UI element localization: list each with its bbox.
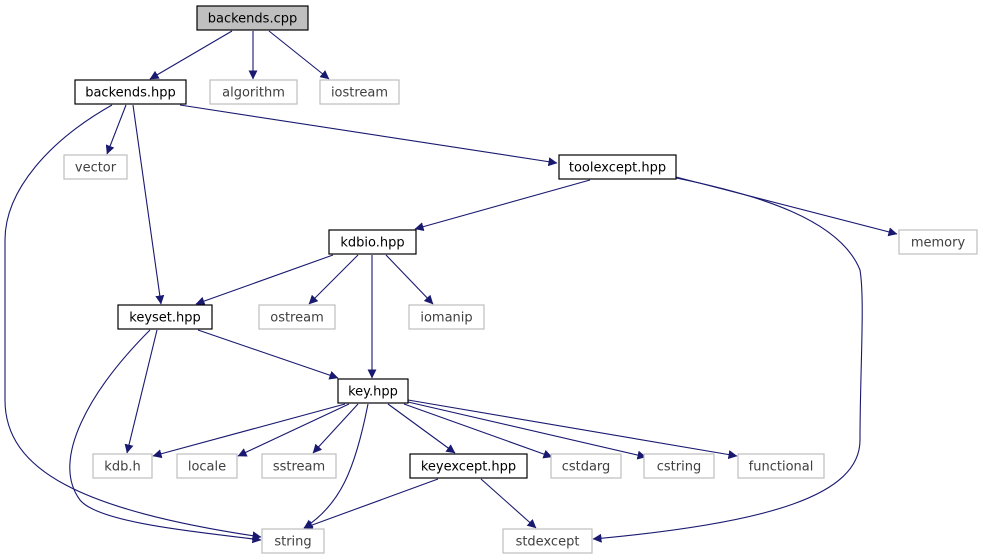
node-label: memory: [911, 236, 966, 251]
node-box: [337, 378, 409, 404]
node-stdexcept: stdexcept: [502, 528, 593, 554]
edge-keyset-hpp-to-kdb-h: [124, 329, 158, 454]
edge-key-hpp-to-string: [303, 403, 369, 529]
node-label: toolexcept.hpp: [569, 161, 666, 176]
edge-keyset-hpp-to-string: [69, 329, 262, 544]
node-iostream: iostream: [319, 79, 400, 105]
node-box: [176, 453, 238, 479]
node-label: string: [274, 535, 311, 550]
node-label: algorithm: [222, 86, 285, 101]
node-label: backends.hpp: [85, 86, 176, 101]
edge-key-hpp-to-sstream: [312, 403, 359, 454]
node-ostream: ostream: [258, 304, 336, 330]
node-label: keyexcept.hpp: [421, 460, 516, 475]
node-box: [409, 453, 528, 479]
node-toolexcept-hpp[interactable]: toolexcept.hpp: [558, 154, 677, 180]
node-kdb-h: kdb.h: [92, 453, 153, 479]
node-label: functional: [749, 460, 814, 475]
node-keyset-hpp[interactable]: keyset.hpp: [117, 304, 213, 330]
nodes-layer: backends.cpp backends.hpp algorithm iostrea…: [63, 5, 978, 554]
edge-backends-hpp-to-vector: [105, 104, 127, 155]
node-iomanip: iomanip: [408, 304, 485, 330]
edge-kdbio-hpp-to-keyset-hpp: [195, 254, 334, 306]
edge-backends-cpp-to-iostream: [268, 30, 330, 80]
node-memory: memory: [898, 229, 978, 255]
edge-toolexcept-hpp-to-stdexcept: [592, 177, 863, 543]
edge-backends-hpp-to-keyset-hpp: [132, 104, 165, 305]
edge-key-hpp-to-functional: [407, 399, 738, 460]
edge-key-hpp-to-cstdarg: [403, 403, 553, 459]
edge-backends-cpp-to-backends-hpp: [149, 30, 233, 80]
node-box: [117, 304, 213, 330]
node-box: [408, 304, 485, 330]
edge-key-hpp-to-kdb-h: [152, 403, 346, 459]
node-box: [92, 453, 153, 479]
node-label: iostream: [331, 86, 388, 101]
node-algorithm: algorithm: [209, 79, 298, 105]
edge-keyexcept-hpp-to-string: [303, 478, 439, 530]
node-box: [261, 453, 337, 479]
node-label: kdb.h: [104, 460, 140, 475]
node-backends-cpp[interactable]: backends.cpp: [196, 5, 309, 31]
node-box: [319, 79, 400, 105]
node-label: iomanip: [420, 311, 472, 326]
node-box: [898, 229, 978, 255]
node-box: [209, 79, 298, 105]
node-cstdarg: cstdarg: [550, 453, 622, 479]
edge-key-hpp-to-keyexcept-hpp: [387, 403, 456, 454]
node-locale: locale: [176, 453, 238, 479]
edge-kdbio-hpp-to-ostream: [308, 254, 359, 305]
edge-toolexcept-hpp-to-kdbio-hpp: [414, 179, 591, 232]
edge-backends-hpp-to-string: [4, 104, 262, 541]
node-box: [63, 154, 128, 180]
edges-layer: [4, 30, 898, 544]
node-string: string: [261, 528, 325, 554]
edge-keyset-hpp-to-key-hpp: [197, 329, 339, 380]
edge-key-hpp-to-cstring: [407, 401, 647, 460]
node-box: [502, 528, 593, 554]
node-label: key.hpp: [348, 385, 398, 400]
node-label: cstring: [657, 460, 701, 475]
node-box: [74, 79, 187, 105]
node-label: sstream: [273, 460, 325, 475]
node-box: [558, 154, 677, 180]
node-cstring: cstring: [643, 453, 715, 479]
node-label: locale: [188, 460, 226, 475]
node-label: vector: [75, 161, 117, 176]
node-keyexcept-hpp[interactable]: keyexcept.hpp: [409, 453, 528, 479]
node-box: [737, 453, 825, 479]
node-vector: vector: [63, 154, 128, 180]
node-sstream: sstream: [261, 453, 337, 479]
edge-kdbio-hpp-to-iomanip: [385, 254, 434, 305]
edge-key-hpp-to-locale: [237, 403, 350, 457]
node-label: kdbio.hpp: [340, 236, 404, 251]
node-key-hpp[interactable]: key.hpp: [337, 378, 409, 404]
node-box: [258, 304, 336, 330]
node-label: stdexcept: [516, 535, 580, 550]
edge-backends-hpp-to-toolexcept-hpp: [179, 104, 558, 167]
node-box: [550, 453, 622, 479]
node-label: cstdarg: [562, 460, 611, 475]
node-label: ostream: [270, 311, 324, 326]
edge-keyexcept-hpp-to-stdexcept: [480, 478, 537, 529]
node-box: [196, 5, 309, 31]
node-kdbio-hpp[interactable]: kdbio.hpp: [328, 229, 417, 255]
node-box: [643, 453, 715, 479]
node-box: [261, 528, 325, 554]
node-label: backends.cpp: [208, 12, 297, 27]
node-backends-hpp[interactable]: backends.hpp: [74, 79, 187, 105]
node-functional: functional: [737, 453, 825, 479]
node-label: keyset.hpp: [129, 311, 201, 326]
node-box: [328, 229, 417, 255]
